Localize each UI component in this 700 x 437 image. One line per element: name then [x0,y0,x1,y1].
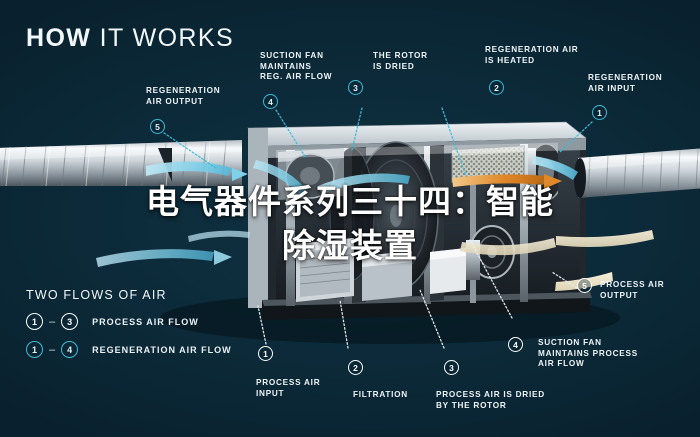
marker-2-filtration[interactable]: 2 [348,360,363,375]
filter-modules [296,238,412,302]
legend-row-process-air-flow: 1 – 3 PROCESS AIR FLOW [26,313,232,330]
callout-suction-fan-regeneration-label: SUCTION FAN MAINTAINS REG. AIR FLOW [260,51,333,81]
marker-5-process-air-output[interactable]: 5 [577,278,592,293]
callout-regeneration-air-output-label: REGENERATION AIR OUTPUT [146,86,221,106]
airflow-arrows [96,156,654,291]
callout-regeneration-air-heated-label: REGENERATION AIR IS HEATED [485,45,579,65]
heater-honeycomb [451,145,525,183]
marker-1-regeneration-air-input[interactable]: 1 [592,105,607,120]
callout-process-air-dried-label: PROCESS AIR IS DRIED BY THE ROTOR [436,390,545,410]
legend-label-process-air-flow: PROCESS AIR FLOW [92,316,199,327]
legend: TWO FLOWS OF AIR 1 – 3 PROCESS AIR FLOW … [26,288,232,369]
callout-regeneration-air-input-label: REGENERATION AIR INPUT [588,73,663,93]
legend-row-regeneration-air-flow: 1 – 4 REGENERATION AIR FLOW [26,341,232,358]
page-title-light: IT WORKS [99,24,235,52]
chinese-overlay-line-2: 除湿装置 [282,227,418,264]
callout-process-air-output-label: PROCESS AIR OUTPUT [600,280,665,300]
page-title: HOW IT WORKS [26,24,234,53]
right-flex-duct [574,148,700,198]
marker-1-process-air-input[interactable]: 1 [258,346,273,361]
legend-title: TWO FLOWS OF AIR [26,288,167,302]
marker-5-regeneration-air-output[interactable]: 5 [150,119,165,134]
marker-2-regeneration-air-heated[interactable]: 2 [489,80,504,95]
callout-process-air-input-label: PROCESS AIR INPUT [256,378,321,398]
legend-marker-1-process: 1 [26,313,43,330]
page-title-bold: HOW [26,24,92,52]
marker-4-suction-fan-process[interactable]: 4 [508,337,523,352]
legend-marker-4-regeneration: 4 [61,341,79,358]
callout-filtration-label: FILTRATION [353,390,408,399]
legend-dash-process: – [49,315,56,328]
callout-suction-fan-process-label: SUCTION FAN MAINTAINS PROCESS AIR FLOW [538,338,638,368]
chinese-overlay-line-1: 电气器件系列三十四：智能 [146,183,554,220]
callout-rotor-is-dried-label: THE ROTOR IS DRIED [373,51,428,71]
marker-4-suction-fan-regeneration[interactable]: 4 [263,94,278,109]
legend-dash-regeneration: – [49,343,56,356]
marker-3-rotor-is-dried[interactable]: 3 [348,80,363,95]
legend-marker-1-regeneration: 1 [26,341,43,358]
legend-label-regeneration-air-flow: REGENERATION AIR FLOW [92,344,232,355]
marker-3-process-air-dried[interactable]: 3 [444,360,459,375]
legend-marker-3-process: 3 [61,313,79,330]
leader-lines [163,107,593,349]
chinese-overlay-title: 电气器件系列三十四：智能 除湿装置 [0,180,700,268]
